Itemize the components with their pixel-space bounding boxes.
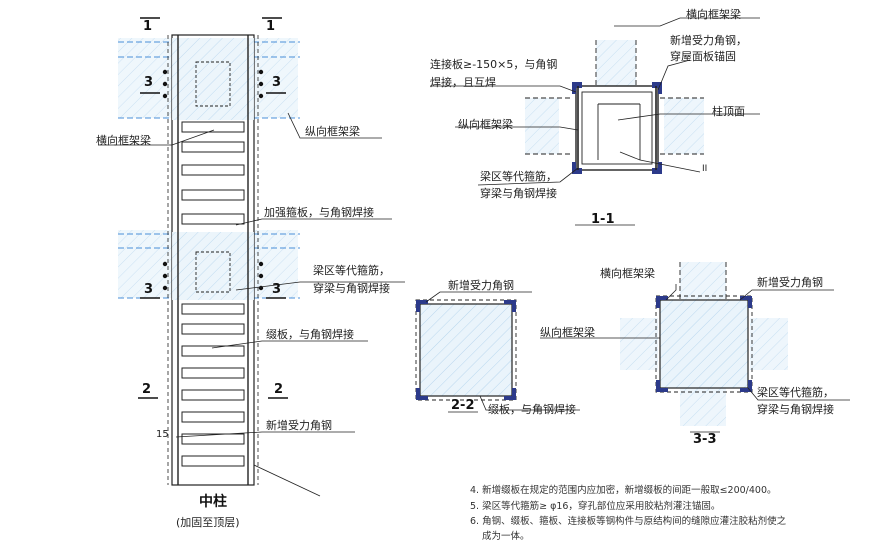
section-mark-2-left: 2 — [142, 382, 152, 397]
elevation-view — [98, 17, 405, 497]
batten-plates — [181, 121, 245, 467]
label-1-1-transverse-beam: 横向框架梁 — [686, 8, 741, 21]
label-connect-plate-1: 连接板≥-150×5，与角钢 — [430, 58, 558, 71]
label-mark-II: II — [702, 164, 708, 174]
label-beam-zone-stirrup-1: 梁区等代箍筋， — [313, 264, 390, 277]
label-3-3-stirrup-2: 穿梁与角钢焊接 — [757, 403, 834, 416]
label-1-1-longitudinal-beam: 纵向框架梁 — [458, 118, 513, 131]
section-mark-1-right: 1 — [266, 19, 276, 34]
note-4: 4. 新增缀板在规定的范围内应加密，新增缀板的间距一般取≤200/400。 — [470, 485, 777, 496]
label-transverse-beam: 横向框架梁 — [96, 134, 151, 147]
elevation-title: 中柱 — [199, 494, 227, 510]
label-3-3-transverse-beam: 横向框架梁 — [600, 267, 655, 280]
section-3-3-title: 3-3 — [693, 432, 717, 447]
section-3-3-view — [540, 262, 850, 433]
section-mark-2-right: 2 — [274, 382, 284, 397]
label-2-2-new-angle: 新增受力角钢 — [448, 279, 514, 292]
section-2-2-leaders — [425, 291, 580, 413]
label-stiffener-plate: 加强箍板，与角钢焊接 — [264, 206, 374, 219]
section-1-1-leaders — [430, 17, 760, 226]
label-batten-plate: 缀板，与角钢焊接 — [266, 328, 354, 341]
label-connect-plate-2: 焊接，且互焊 — [430, 76, 496, 89]
through-bolts — [162, 69, 264, 291]
note-6: 6. 角钢、缀板、箍板、连接板等钢构件与原结构间的缝隙应灌注胶粘剂使之 — [470, 516, 787, 527]
section-2-2-view — [415, 291, 580, 413]
section-cut-marks — [138, 17, 288, 399]
label-1-1-new-angle-2: 穿屋面板锚固 — [670, 50, 736, 63]
section-3-3-leaders — [540, 284, 850, 433]
section-mark-1-left: 1 — [143, 19, 153, 34]
label-column-top: 柱顶面 — [712, 105, 745, 118]
label-2-2-batten-plate: 缀板，与角钢焊接 — [488, 403, 576, 416]
label-3-3-longitudinal-beam: 纵向框架梁 — [540, 326, 595, 339]
label-longitudinal-beam: 纵向框架梁 — [305, 125, 360, 138]
elevation-subtitle: (加固至顶层) — [176, 516, 240, 529]
section-2-2-title: 2-2 — [451, 398, 475, 413]
section-mark-3-left-mid: 3 — [144, 282, 154, 297]
label-3-3-stirrup-1: 梁区等代箍筋， — [757, 386, 834, 399]
section-1-1-view — [430, 17, 760, 226]
label-1-1-stirrup-1: 梁区等代箍筋， — [480, 170, 557, 183]
label-beam-zone-stirrup-2: 穿梁与角钢焊接 — [313, 282, 390, 295]
section-mark-3-right-top: 3 — [272, 75, 282, 90]
dimension-15: 15 — [156, 429, 169, 440]
note-5: 5. 梁区等代箍筋≥ φ16，穿孔部位应采用胶粘剂灌注锚固。 — [470, 501, 721, 512]
section-1-1-title: 1-1 — [591, 212, 615, 227]
label-1-1-new-angle-1: 新增受力角钢， — [670, 34, 747, 47]
elevation-leaders — [98, 112, 405, 497]
label-3-3-new-angle: 新增受力角钢 — [757, 276, 823, 289]
note-6-continued: 成为一体。 — [482, 531, 530, 542]
label-new-angle: 新增受力角钢 — [266, 419, 332, 432]
label-1-1-stirrup-2: 穿梁与角钢焊接 — [480, 187, 557, 200]
section-mark-3-left-top: 3 — [144, 75, 154, 90]
section-mark-3-right-mid: 3 — [272, 282, 282, 297]
column-elevation — [167, 34, 259, 486]
